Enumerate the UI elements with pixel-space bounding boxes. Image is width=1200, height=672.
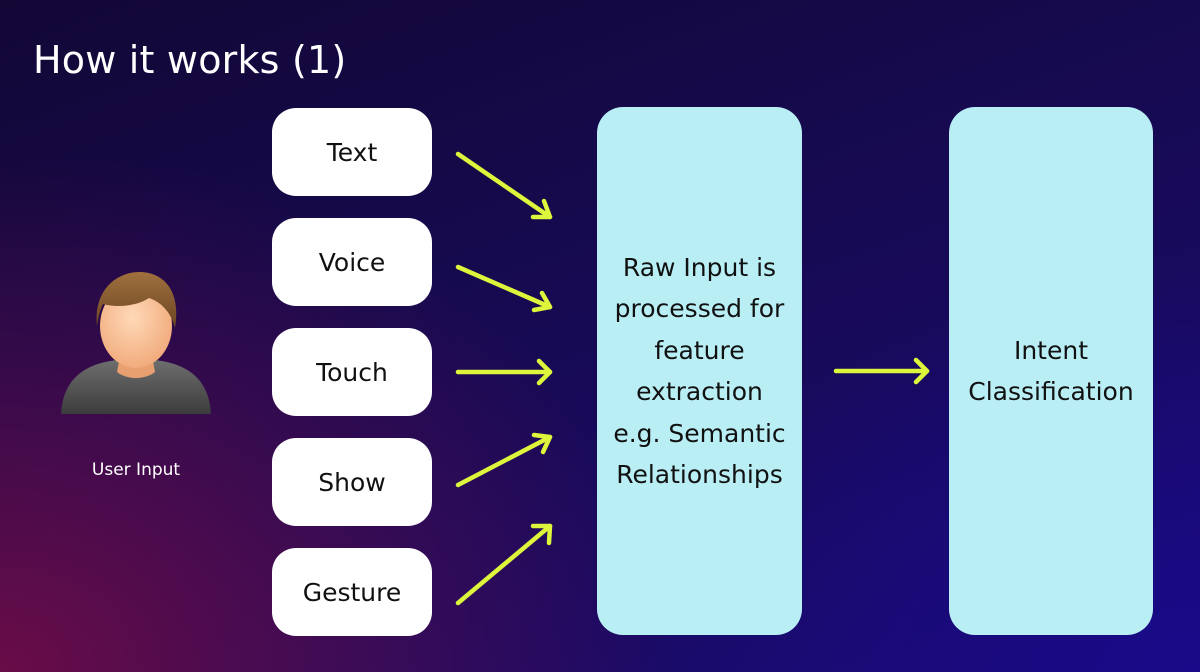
input-box-voice: Voice: [272, 218, 432, 306]
arrow-show-to-process: [455, 432, 553, 488]
user-avatar-icon: [61, 272, 211, 414]
arrow-text-to-process: [455, 151, 553, 220]
intent-classification-box: Intent Classification: [949, 107, 1153, 635]
input-box-text: Text: [272, 108, 432, 196]
input-box-gesture: Gesture: [272, 548, 432, 636]
arrow-touch-to-process: [455, 358, 553, 386]
arrow-voice-to-process: [455, 264, 553, 313]
input-box-show: Show: [272, 438, 432, 526]
page-title: How it works (1): [33, 38, 347, 82]
user-input-label: User Input: [91, 460, 181, 480]
input-box-touch: Touch: [272, 328, 432, 416]
processing-box: Raw Input is processed for feature extra…: [597, 107, 802, 635]
arrow-gesture-to-process: [455, 523, 553, 606]
arrow-process-to-intent: [833, 357, 930, 385]
